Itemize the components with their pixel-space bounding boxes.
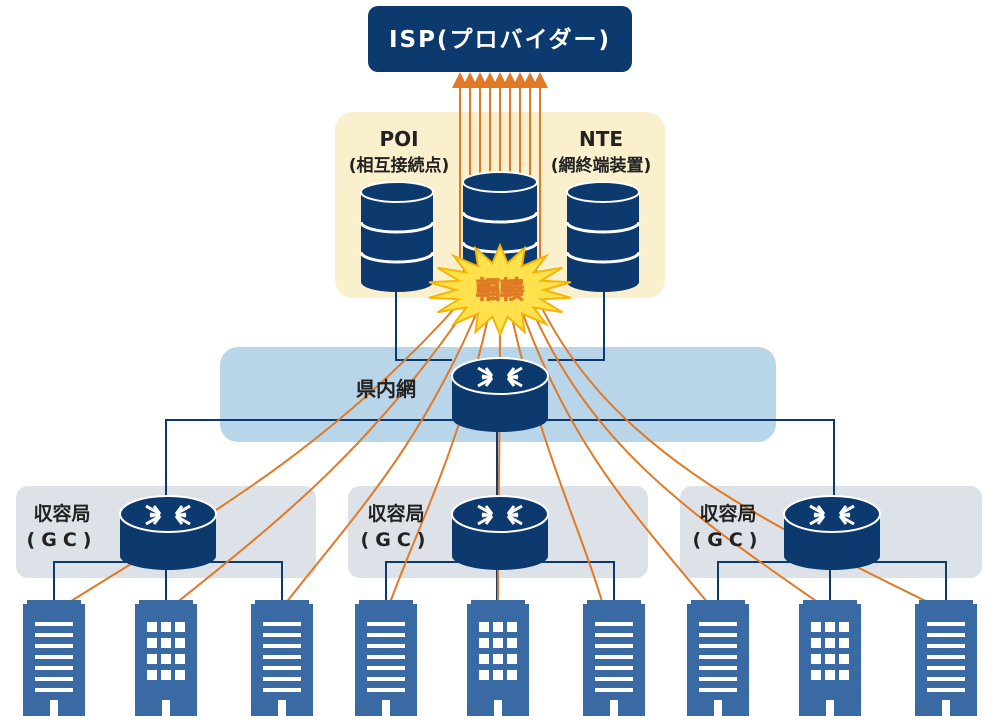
gc-router-icon-2 [451, 495, 549, 570]
building-icon [799, 600, 861, 716]
poi-database-icon [359, 181, 435, 292]
gc-label-1-line2: (GC) [27, 529, 98, 551]
buildings [23, 600, 977, 716]
nte-label-line2: (網終端装置) [551, 155, 652, 176]
building-icon [135, 600, 197, 716]
building-icon [251, 600, 313, 716]
building-icon [355, 600, 417, 716]
isp-label: ISP(プロバイダー) [389, 26, 611, 53]
nte-label-line1: NTE [579, 127, 623, 151]
gc-label-2-line2: (GC) [361, 529, 432, 551]
gc-router-icon-1 [119, 495, 217, 570]
explosion-icon [428, 242, 572, 338]
building-icon [583, 600, 645, 716]
core-router-icon [451, 357, 549, 432]
gc-label-3-line1: 収容局 [699, 502, 756, 525]
isp-box: ISP(プロバイダー) [368, 6, 632, 72]
poi-label-line1: POI [379, 127, 418, 151]
gc-router-icon-3 [783, 495, 881, 570]
prefecture-network-label: 県内網 [356, 377, 416, 401]
nte-database-icon [565, 181, 641, 292]
building-icon [23, 600, 85, 716]
congestion-label: 輻輳 [476, 276, 525, 304]
gc-label-3-line2: (GC) [693, 529, 764, 551]
building-icon [687, 600, 749, 716]
building-icon [467, 600, 529, 716]
congestion-burst: 輻輳 [428, 242, 572, 338]
poi-label-line2: (相互接続点) [349, 155, 450, 176]
building-icon [915, 600, 977, 716]
gc-label-1-line1: 収容局 [33, 502, 90, 525]
gc-label-2-line1: 収容局 [367, 502, 424, 525]
